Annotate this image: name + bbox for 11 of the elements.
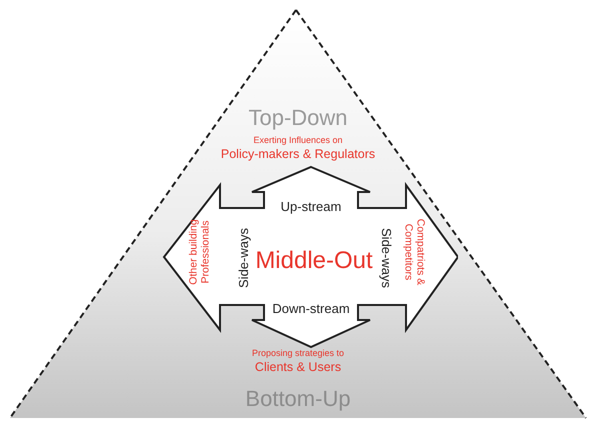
target-label: Exerting Influences on	[253, 136, 343, 146]
arrow-label: Up-stream	[280, 200, 342, 214]
target-label: Compatriots & Competitors	[402, 218, 426, 288]
target-label: Clients & Users	[254, 361, 342, 375]
arrow-label: Side-ways	[378, 228, 394, 288]
center-title: Middle-Out	[255, 248, 373, 274]
target-label: Other building Professionals	[188, 218, 212, 287]
arrow-label: Side-ways	[236, 228, 252, 288]
arrow-label: Down-stream	[272, 302, 350, 316]
bottom-up-title: Bottom-Up	[245, 386, 351, 412]
top-down-title: Top-Down	[248, 106, 348, 130]
